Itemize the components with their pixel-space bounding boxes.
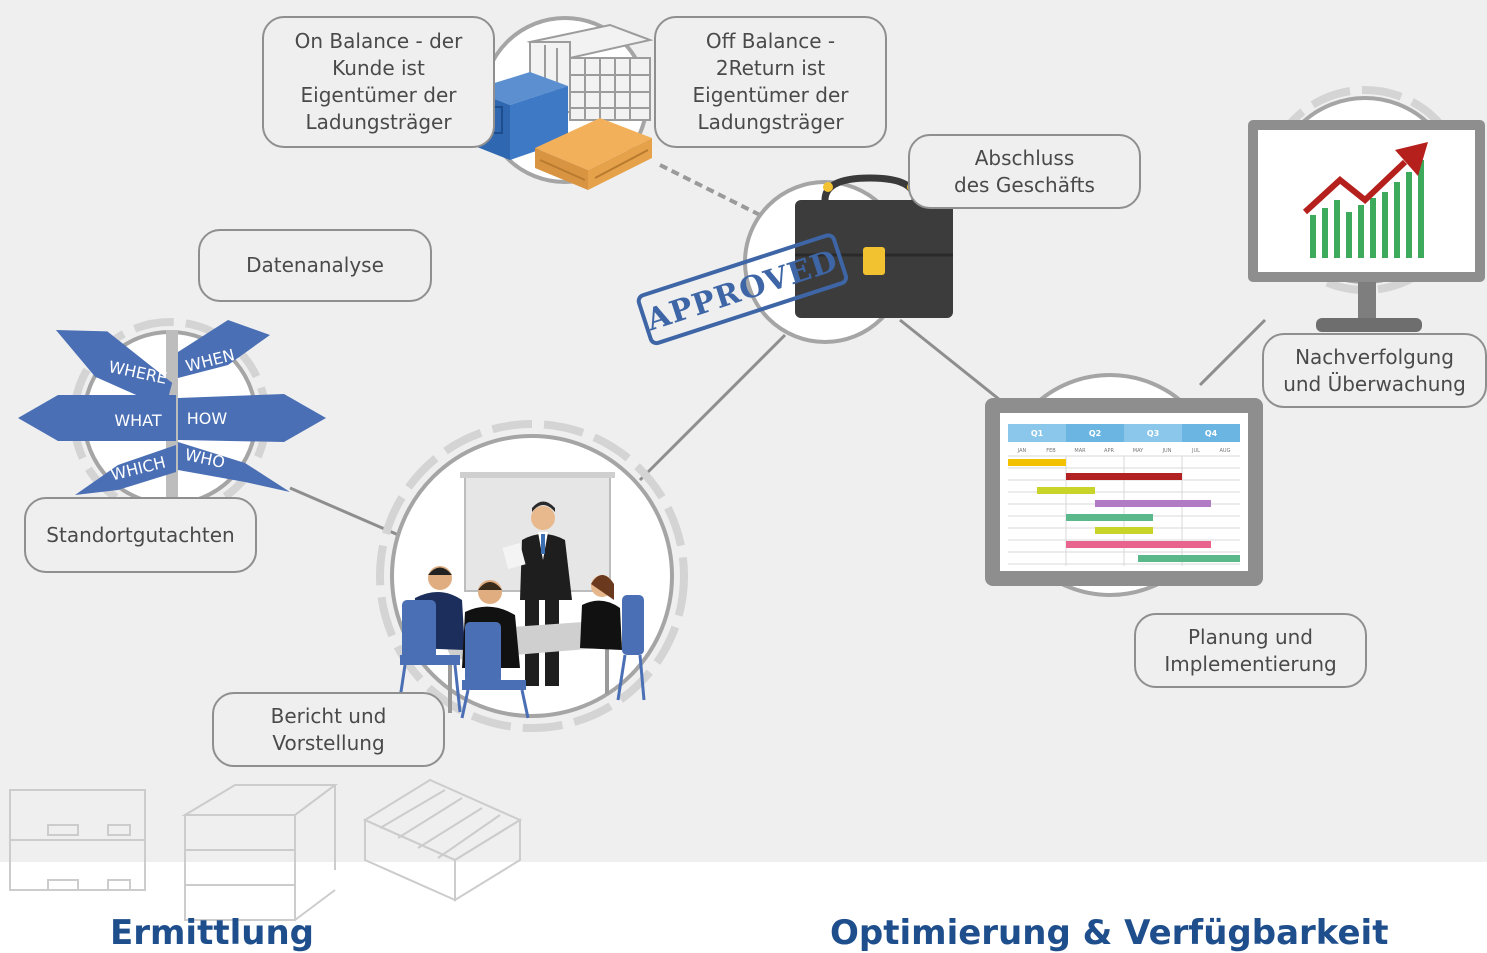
label-nachverfolgung: Nachverfolgung und Überwachung xyxy=(1262,333,1487,408)
footer-heading-right: Optimierung & Verfügbarkeit xyxy=(830,913,1389,953)
label-abschluss: Abschluss des Geschäfts xyxy=(908,134,1141,209)
gantt-q3: Q3 xyxy=(1147,429,1159,438)
gantt-month-5: JUN xyxy=(1162,448,1172,454)
signpost-icon: WHERE WHEN WHAT HOW WHICH WHO xyxy=(18,320,326,502)
label-off-balance: Off Balance - 2Return ist Eigentümer der… xyxy=(654,16,887,148)
blue-chairs xyxy=(400,595,644,690)
meeting-illustration xyxy=(396,472,646,719)
gantt-month-3: APR xyxy=(1104,448,1114,454)
gantt-month-2: MAR xyxy=(1074,448,1086,454)
label-bericht: Bericht und Vorstellung xyxy=(212,692,445,767)
gantt-month-6: JUL xyxy=(1191,448,1200,454)
label-datenanalyse: Datenanalyse xyxy=(198,229,432,302)
trend-arrow-icon xyxy=(1302,159,1408,215)
bar-chart-icon xyxy=(1310,160,1424,258)
gantt-month-7: AUG xyxy=(1220,448,1231,454)
gantt-tablet-icon: Q1 Q2 Q3 Q4 JAN FEB MAR APR MAY JUN JUL … xyxy=(985,398,1263,586)
signpost-how: HOW xyxy=(187,409,228,428)
label-planung: Planung und Implementierung xyxy=(1134,613,1367,688)
label-on-balance: On Balance - der Kunde ist Eigentümer de… xyxy=(262,16,495,148)
wooden-pallet-icon xyxy=(535,118,652,190)
signpost-what: WHAT xyxy=(114,411,162,430)
gantt-q1: Q1 xyxy=(1031,429,1044,438)
gantt-q4: Q4 xyxy=(1205,429,1218,438)
label-standortgutachten: Standortgutachten xyxy=(24,497,257,573)
gantt-q2: Q2 xyxy=(1089,429,1101,438)
cage-container-icon xyxy=(526,23,654,121)
gantt-quarter-headers xyxy=(1008,424,1240,442)
presenter-figure xyxy=(502,501,572,686)
gantt-month-0: JAN xyxy=(1017,448,1027,454)
gantt-bars xyxy=(1008,459,1240,562)
footer-heading-left: Ermittlung xyxy=(110,913,314,953)
gantt-month-1: FEB xyxy=(1046,448,1056,454)
gantt-month-4: MAY xyxy=(1133,448,1144,454)
faded-pallet-outlines xyxy=(9,778,523,921)
monitor-icon xyxy=(1248,120,1485,332)
